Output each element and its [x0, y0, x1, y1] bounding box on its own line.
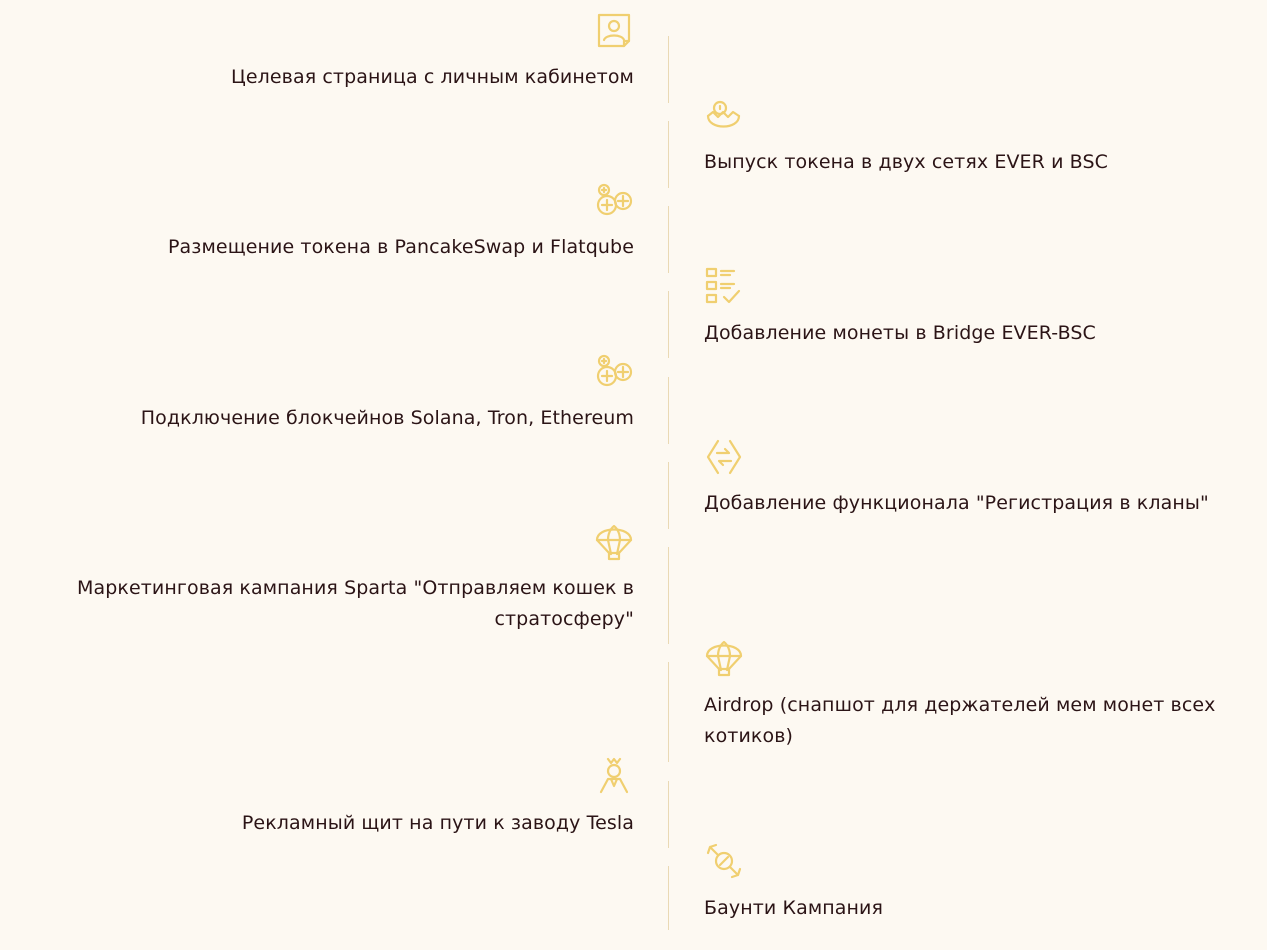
- roadmap-item-text: Рекламный щит на пути к заводу Tesla: [241, 812, 634, 834]
- timeline-line-segment: [668, 377, 669, 444]
- candy-icon: [704, 841, 744, 881]
- timeline-line-segment: [668, 662, 669, 762]
- profile-card-icon: [594, 10, 634, 50]
- roadmap-item: Выпуск токена в двух сетях EVER и BSC: [704, 96, 1249, 181]
- timeline-line-segment: [668, 462, 669, 529]
- parachute-icon: [704, 638, 744, 678]
- roadmap-item-text: Маркетинговая кампания Sparta "Отправляе…: [77, 577, 634, 630]
- billboard-person-icon: [594, 756, 634, 796]
- roadmap-item-text: Добавление монеты в Bridge EVER-BSC: [704, 322, 1096, 344]
- roadmap-item: Airdrop (снапшот для держателей мем моне…: [704, 638, 1249, 753]
- roadmap-item: Баунти Кампания: [704, 841, 1249, 926]
- roadmap-item-text: Баунти Кампания: [704, 897, 884, 919]
- timeline-line-segment: [668, 206, 669, 273]
- roadmap-item-text: Добавление функционала "Регистрация в кл…: [704, 492, 1209, 514]
- roadmap-item-text: Airdrop (снапшот для держателей мем моне…: [704, 694, 1216, 747]
- timeline-line-segment: [668, 36, 669, 103]
- roadmap-item: Размещение токена в PancakeSwap и Flatqu…: [20, 181, 634, 266]
- roadmap-item: Целевая страница с личным кабинетом: [20, 10, 634, 95]
- roadmap-item: Добавление функционала "Регистрация в кл…: [704, 437, 1249, 522]
- roadmap-item: Маркетинговая кампания Sparta "Отправляе…: [20, 522, 634, 637]
- timeline-line-segment: [668, 866, 669, 930]
- timeline-line-segment: [668, 781, 669, 848]
- add-coins-icon: [594, 181, 634, 221]
- roadmap-item-text: Выпуск токена в двух сетях EVER и BSC: [704, 151, 1109, 173]
- roadmap-item: Подключение блокчейнов Solana, Tron, Eth…: [20, 352, 634, 437]
- exchange-arrows-icon: [704, 437, 744, 477]
- hatching-egg-icon: [704, 96, 744, 136]
- checklist-icon: [704, 266, 744, 306]
- timeline-line-segment: [668, 291, 669, 358]
- roadmap-item: Добавление монеты в Bridge EVER-BSC: [704, 266, 1249, 351]
- roadmap-item-text: Целевая страница с личным кабинетом: [230, 66, 634, 88]
- timeline-line-segment: [668, 121, 669, 188]
- roadmap-item-text: Подключение блокчейнов Solana, Tron, Eth…: [140, 407, 634, 429]
- roadmap-item: Рекламный щит на пути к заводу Tesla: [20, 756, 634, 841]
- add-coins-icon: [594, 352, 634, 392]
- parachute-icon: [594, 522, 634, 562]
- roadmap-item-text: Размещение токена в PancakeSwap и Flatqu…: [168, 236, 634, 258]
- timeline-line-segment: [668, 547, 669, 644]
